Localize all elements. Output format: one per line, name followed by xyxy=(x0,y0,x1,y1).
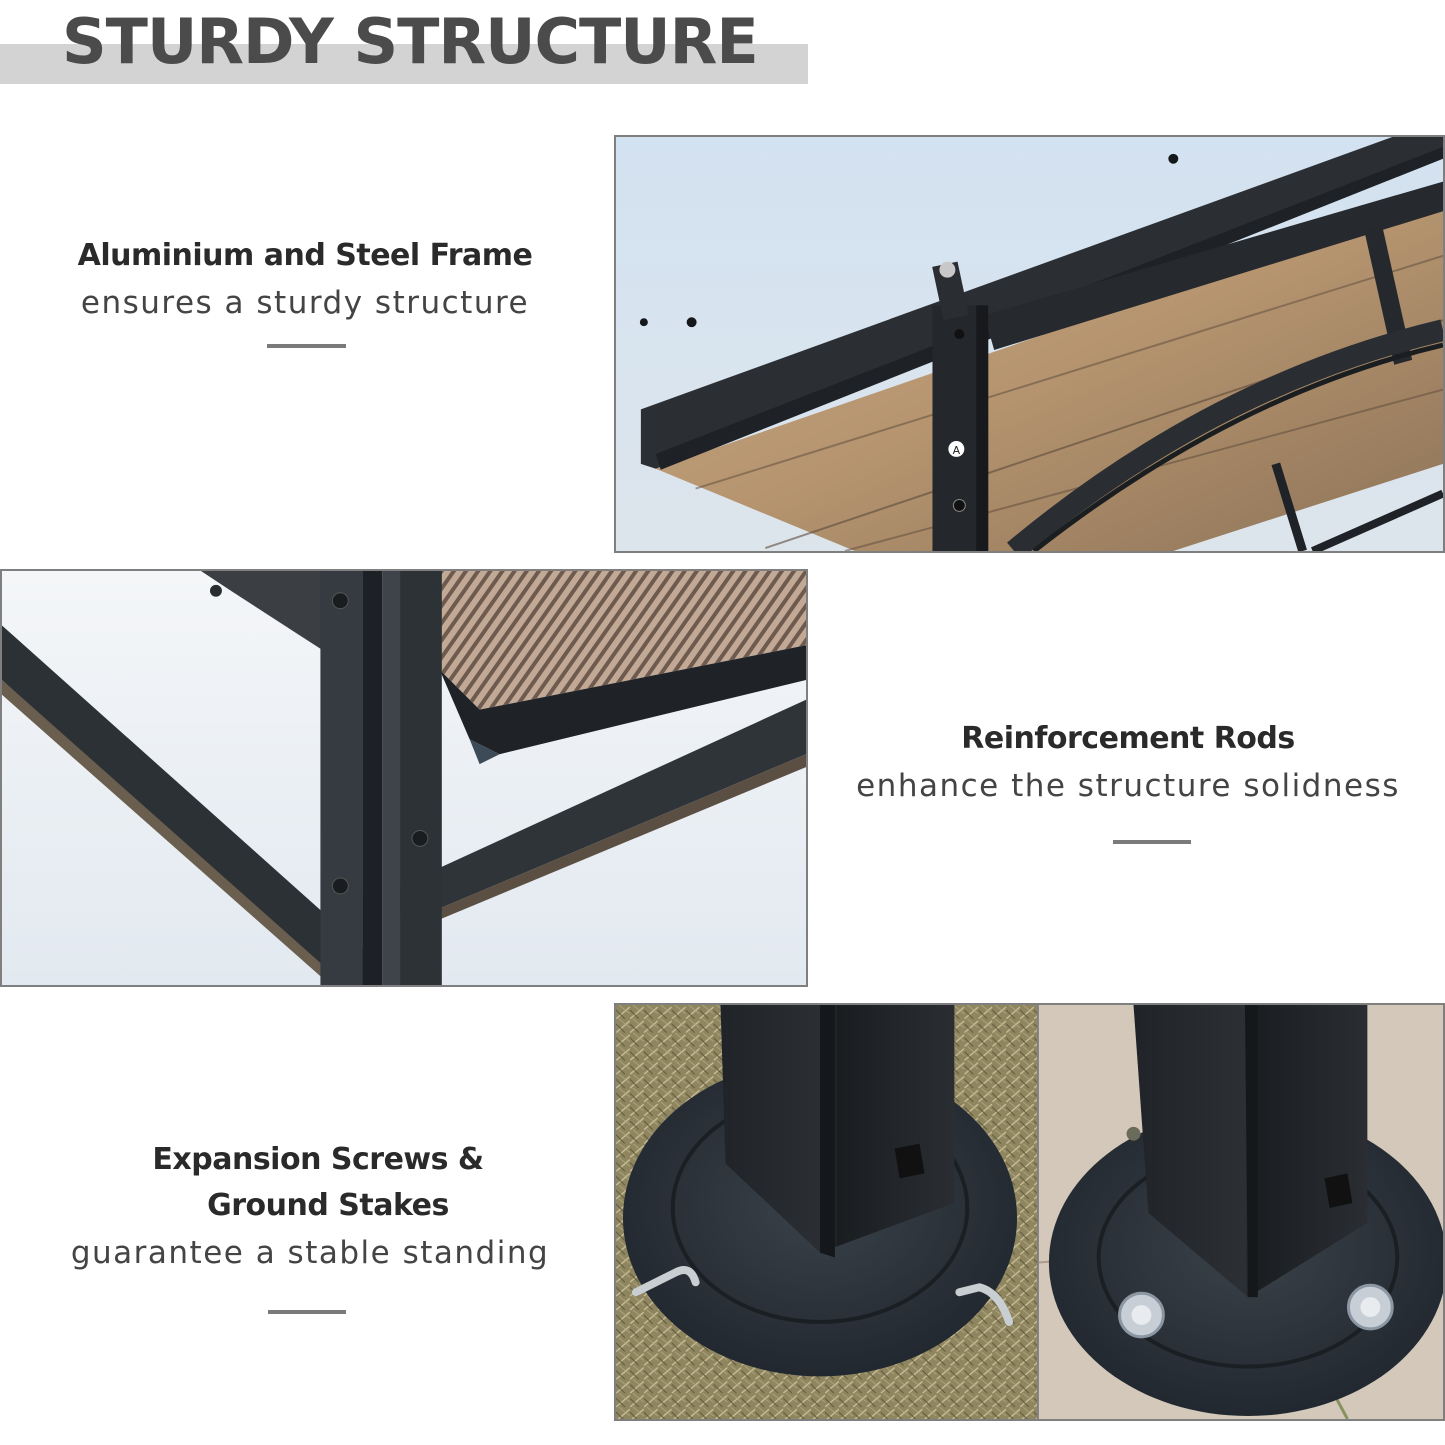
feature-reinforcement-divider xyxy=(1113,840,1191,844)
feature-frame-description: ensures a sturdy structure xyxy=(80,285,530,321)
base-pavement-scene xyxy=(1038,1005,1443,1419)
svg-text:A: A xyxy=(953,444,961,457)
feature-anchoring-heading-line1: Expansion Screws & xyxy=(152,1142,484,1177)
photo-reinforcement-rods xyxy=(0,569,808,987)
feature-reinforcement-heading: Reinforcement Rods xyxy=(961,721,1295,756)
roof-frame-image: A xyxy=(616,137,1443,551)
photo-base-plates xyxy=(614,1003,1445,1421)
feature-reinforcement: Reinforcement Rods enhance the structure… xyxy=(828,716,1428,810)
feature-anchoring-heading-line2: Ground Stakes xyxy=(207,1188,449,1223)
photo-roof-frame: A xyxy=(614,135,1445,553)
feature-anchoring-description: guarantee a stable standing xyxy=(70,1235,550,1271)
title-highlight-bar xyxy=(0,44,808,84)
feature-frame-divider xyxy=(267,344,346,348)
feature-frame: Aluminium and Steel Frame ensures a stur… xyxy=(40,233,570,327)
feature-anchoring-divider xyxy=(268,1310,346,1314)
label-a-marker xyxy=(948,441,965,457)
feature-anchoring: Expansion Screws & Ground Stakes guarant… xyxy=(30,1137,590,1277)
base-plates-image xyxy=(616,1005,1443,1419)
base-grass-scene xyxy=(616,1005,1037,1419)
feature-reinforcement-description: enhance the structure solidness xyxy=(856,768,1400,804)
page-title: STURDY STRUCTURE xyxy=(62,5,759,78)
feature-frame-heading: Aluminium and Steel Frame xyxy=(77,238,533,273)
reinforcement-rods-image xyxy=(2,571,806,985)
